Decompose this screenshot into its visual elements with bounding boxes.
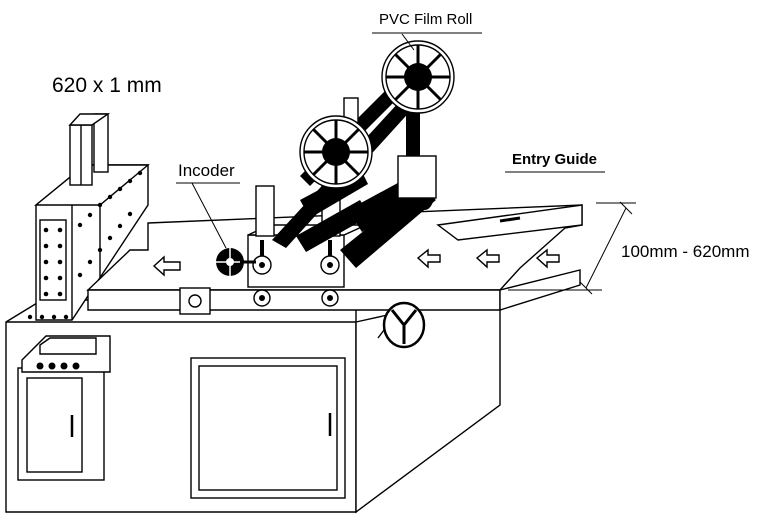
callouts [176, 32, 636, 295]
feeder-tower [27, 113, 150, 321]
film-roll-small [299, 115, 373, 189]
cabinet [5, 289, 501, 514]
encoder-wheel [216, 248, 256, 276]
film-roll-label: PVC Film Roll [379, 11, 473, 28]
arrow-left-icon [475, 248, 500, 269]
flow-arrows [152, 248, 560, 277]
film-roll-large [381, 40, 455, 114]
handwheel-icon [377, 301, 426, 349]
encoder-label: Incoder [178, 161, 235, 180]
material-size-label: 620 x 1 mm [52, 74, 162, 97]
arrow-left-icon [535, 248, 560, 269]
width-range-label: 100mm - 620mm [621, 242, 750, 261]
arrow-left-icon [416, 248, 441, 269]
entry-guide-label: Entry Guide [512, 151, 598, 168]
arrow-left-icon [152, 255, 181, 277]
control-panel-icon [21, 335, 111, 373]
